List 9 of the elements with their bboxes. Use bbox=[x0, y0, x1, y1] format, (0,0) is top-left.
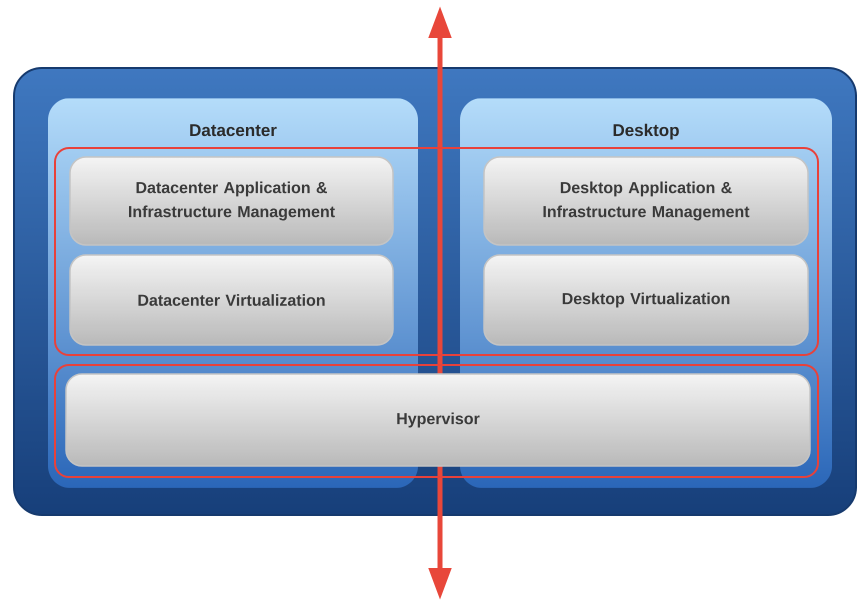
layer-box: Desktop Virtualization bbox=[483, 254, 809, 346]
layer-box: Datacenter Application & Infrastructure Management bbox=[69, 156, 394, 246]
group-outline bbox=[54, 147, 819, 356]
panel-title: Datacenter bbox=[190, 124, 277, 136]
group-outline bbox=[54, 364, 819, 478]
layer-box: Hypervisor bbox=[65, 373, 811, 467]
layer-box: Desktop Application & Infrastructure Management bbox=[483, 156, 809, 246]
panel-title: Desktop bbox=[614, 124, 679, 140]
layer-box: Datacenter Virtualization bbox=[69, 254, 394, 346]
